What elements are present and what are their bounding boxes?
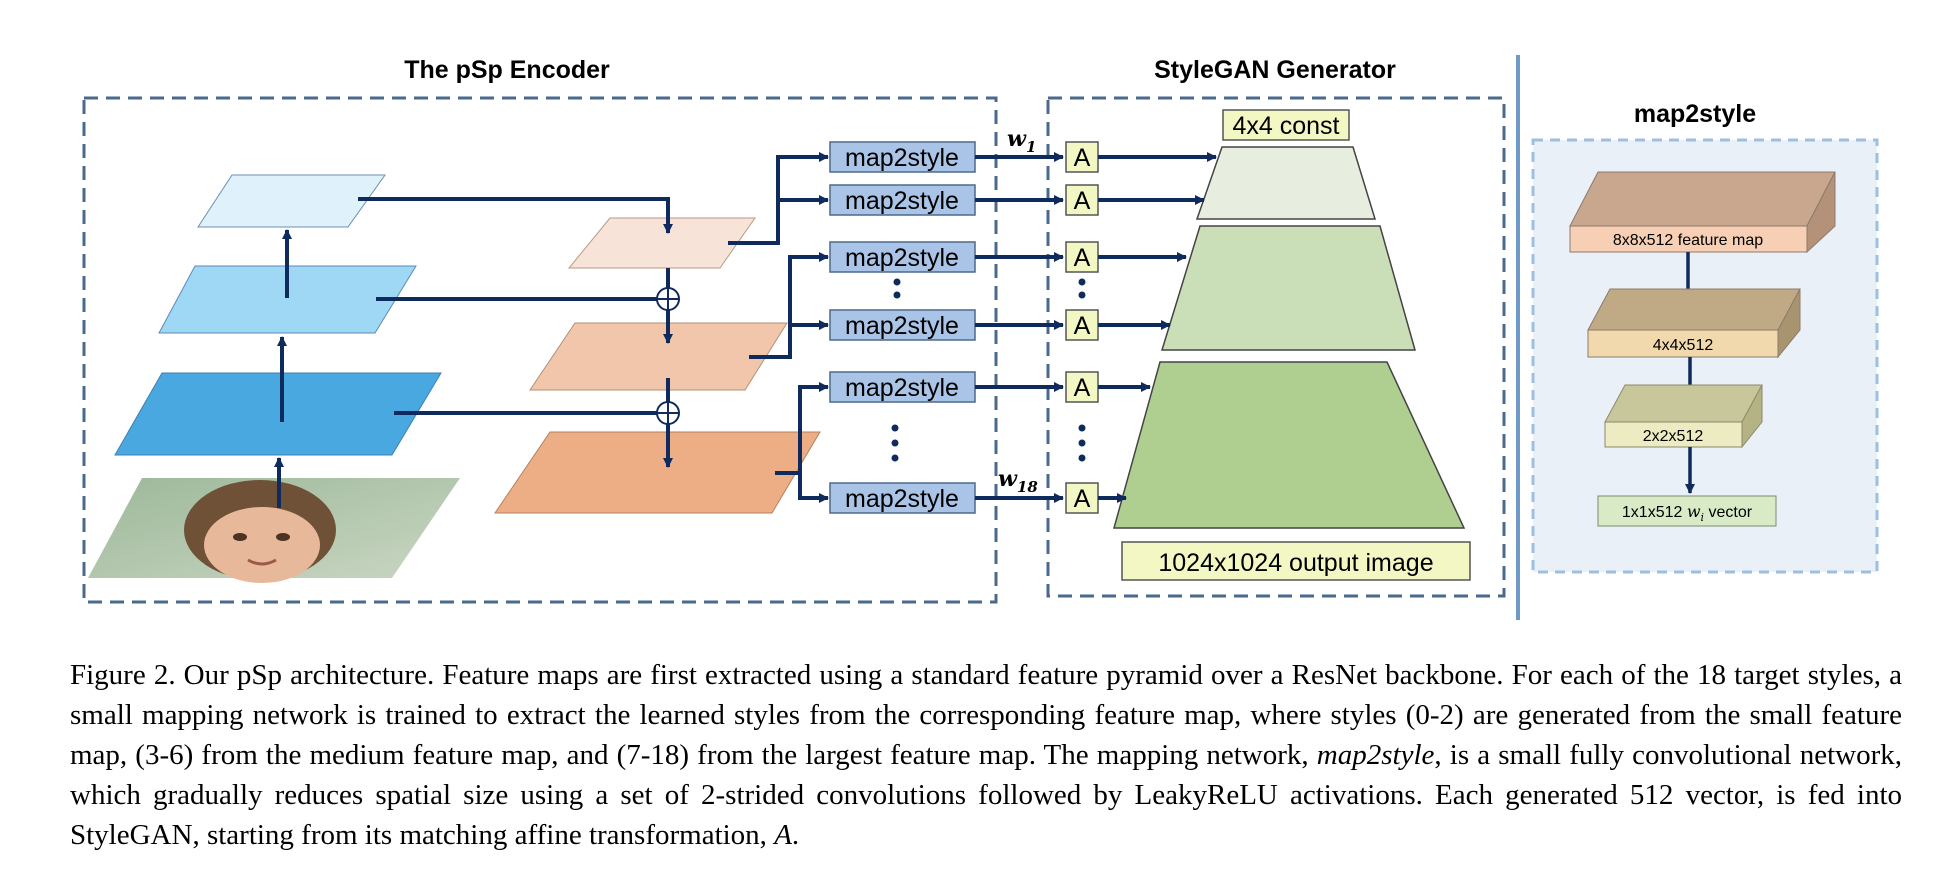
branch-large-2 [798, 473, 829, 503]
caption-end: . [791, 819, 800, 851]
lateral-connection-small [358, 197, 673, 234]
map2style-panel-title: map2style [1634, 100, 1756, 128]
generator-block-small [1195, 146, 1377, 220]
svg-text:1x1x512 wi vector: 1x1x512 wi vector [1622, 502, 1753, 524]
pSp-architecture-diagram: The pSp Encoder StyleGAN Generator map2s… [82, 55, 1879, 620]
generator-border [1046, 96, 1506, 598]
svg-text:A: A [1074, 312, 1091, 340]
affine-box-4: A [1065, 309, 1099, 341]
generator-block-medium [1160, 225, 1416, 351]
input-face-image [88, 478, 460, 583]
svg-text:2x2x512: 2x2x512 [1643, 428, 1704, 445]
caption-emphasis: map2style [1316, 739, 1435, 771]
caption-text-part2: , is a small fully convolutional network… [70, 739, 1902, 851]
pyramid-level-large [114, 372, 442, 456]
pyramid-level-medium [158, 265, 417, 334]
w1-label: w1 [1007, 126, 1036, 156]
branch-medium [749, 252, 829, 359]
map2style-block-3: 2x2x512 [1604, 384, 1763, 449]
map2style-block-2: 4x4x512 [1587, 288, 1801, 359]
svg-text:map2style: map2style [845, 485, 959, 513]
map2style-block-1: 8x8x512 feature map [1569, 171, 1836, 254]
branch-large [775, 382, 829, 475]
svg-text:A: A [1074, 144, 1091, 172]
sum-node-1 [656, 287, 680, 311]
w18-label: w18 [998, 466, 1038, 496]
map2style-box-4: map2style [829, 309, 976, 341]
affine-box-6: A [1065, 482, 1099, 514]
svg-text:map2style: map2style [845, 244, 959, 272]
svg-text:4x4x512: 4x4x512 [1653, 337, 1714, 354]
svg-text:map2style: map2style [845, 312, 959, 340]
svg-text:map2style: map2style [845, 374, 959, 402]
svg-text:A: A [1074, 374, 1091, 402]
caption-text-part1: Figure 2. Our pSp architecture. Feature … [70, 659, 1902, 771]
svg-text:1024x1024 output image: 1024x1024 output image [1158, 549, 1433, 577]
svg-text:4x4 const: 4x4 const [1232, 112, 1339, 140]
feature-map-large [494, 431, 821, 514]
figure-caption: Figure 2. Our pSp architecture. Feature … [70, 655, 1902, 855]
map2style-box-1: map2style [829, 141, 976, 173]
const-input-box: 4x4 const [1222, 109, 1350, 141]
ellipsis-generator-1 [1078, 278, 1086, 299]
svg-text:A: A [1074, 244, 1091, 272]
feature-map-medium [529, 322, 788, 391]
map2style-box-2: map2style [829, 184, 976, 216]
caption-affine-symbol: A [774, 819, 792, 851]
generator-title: StyleGAN Generator [1154, 56, 1396, 84]
encoder-border [82, 96, 998, 604]
generator-block-large [1113, 361, 1466, 529]
svg-text:map2style: map2style [845, 187, 959, 215]
svg-text:A: A [1074, 187, 1091, 215]
sum-node-2 [656, 401, 680, 425]
svg-text:A: A [1074, 485, 1091, 513]
ellipsis-encoder-2 [891, 424, 899, 462]
svg-text:map2style: map2style [845, 144, 959, 172]
map2style-output-vector: 1x1x512 wi vector [1597, 495, 1777, 527]
affine-box-1: A [1065, 141, 1099, 173]
encoder-title: The pSp Encoder [404, 56, 610, 84]
pyramid-level-small [197, 174, 386, 228]
map2style-box-5: map2style [829, 371, 976, 403]
affine-box-5: A [1065, 371, 1099, 403]
feature-map-small [567, 217, 756, 269]
ellipsis-encoder-1 [893, 278, 901, 299]
affine-box-3: A [1065, 241, 1099, 273]
affine-box-2: A [1065, 184, 1099, 216]
ellipsis-generator-2 [1078, 424, 1086, 462]
output-image-box: 1024x1024 output image [1121, 541, 1471, 581]
svg-text:8x8x512 feature map: 8x8x512 feature map [1613, 232, 1763, 249]
map2style-box-6: map2style [829, 482, 976, 514]
map2style-box-3: map2style [829, 241, 976, 273]
